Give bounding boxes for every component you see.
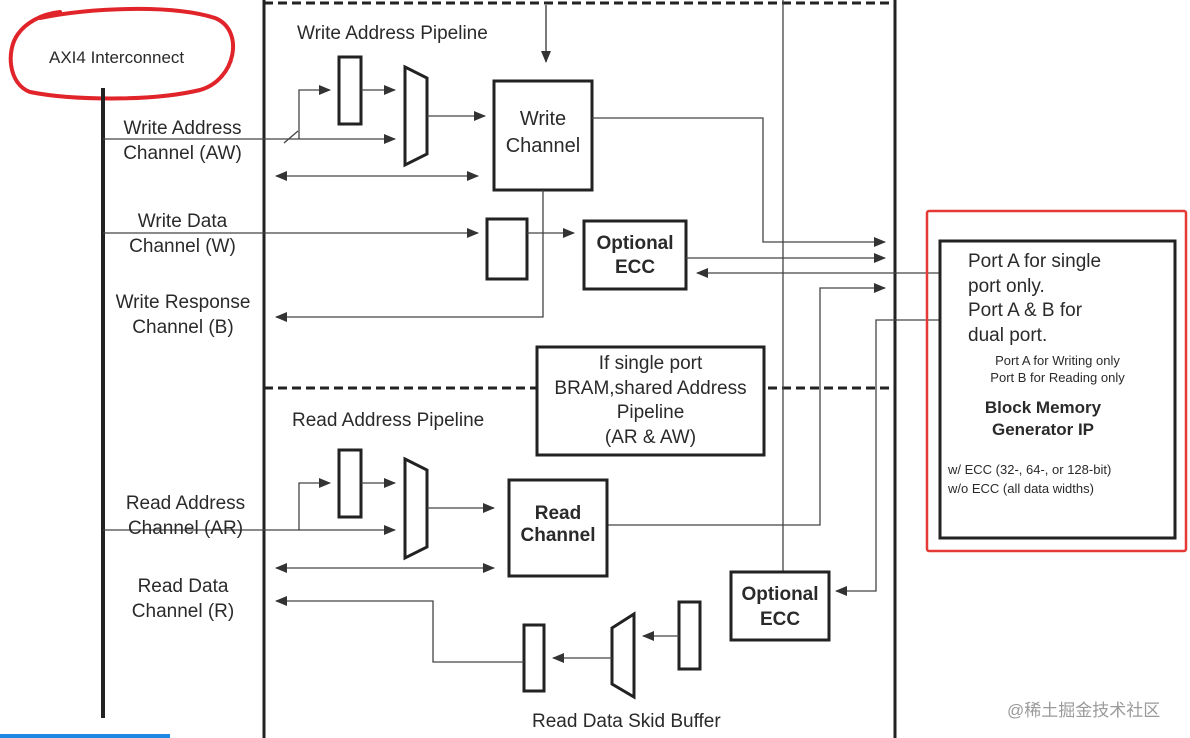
ecc-with: w/ ECC (32-, 64-, or 128-bit) [948,462,1112,477]
port-ab-dual-text: Port A & B for dual port. [968,299,1082,348]
r-label-line1: Read Data [137,576,229,597]
read-data-skid-buffer-label: Read Data Skid Buffer [532,711,721,732]
bram-title: Block Memory Generator IP [940,397,1146,441]
block-memory-generator-box [938,239,1177,540]
read-channel-label: Read Channel [509,503,607,547]
w-label-line2: Channel (W) [129,236,236,257]
aw-channel-label: Write Address Channel (AW) [105,116,260,166]
write-channel-line2: Channel [505,135,581,157]
r-register-right [677,600,702,671]
watermark: @稀土掘金技术社区 [1007,701,1161,720]
ecc-top-line2: ECC [614,257,656,278]
bram-title-line1: Block Memory [984,398,1102,417]
port-ab-dual-line1: Port A & B for [968,300,1083,321]
aw-register [337,55,363,126]
ar-label-line1: Read Address [125,493,246,514]
shared-address-note-box [535,345,766,457]
shared-note-line1: If single port [598,353,703,374]
optional-ecc-top-label: Optional ECC [584,232,686,280]
write-channel-line1: Write [519,108,567,130]
aw-mux [403,64,429,168]
ecc-top-line1: Optional [596,233,674,254]
bram-title-line2: Generator IP [991,420,1095,439]
port-roles-text: Port A for Writing only Port B for Readi… [940,352,1175,386]
optional-ecc-top-block [582,219,688,291]
port-ab-dual-line2: dual port. [968,324,1048,346]
ar-label-line2: Channel (AR) [127,518,244,539]
r-label-line2: Channel (R) [131,601,235,622]
port-a-writing: Port A for Writing only [995,353,1120,368]
r-mux [610,611,636,700]
shared-note-line3: Pipeline [616,402,685,423]
optional-ecc-bottom-block [729,570,831,642]
write-channel-label: Write Channel [494,106,592,160]
aw-label-line1: Write Address [123,118,242,139]
bram-ecc-options: w/ ECC (32-, 64-, or 128-bit) w/o ECC (a… [948,460,1111,498]
optional-ecc-bottom-label: Optional ECC [731,582,829,632]
ecc-bottom-line1: Optional [741,584,819,605]
ar-mux [403,456,429,561]
r-register-left [522,623,546,693]
port-a-single-text: Port A for single port only. [968,250,1101,299]
annotation-circle [8,6,235,101]
b-label-line1: Write Response [115,292,251,313]
bram-highlight [925,209,1188,553]
shared-note-line4: (AR & AW) [604,426,697,448]
port-b-reading: Port B for Reading only [990,370,1125,385]
aw-label-line2: Channel (AW) [123,143,242,164]
read-channel-block [507,478,609,578]
ar-register [337,448,363,519]
write-channel-block [492,79,594,192]
ecc-bottom-line2: ECC [759,609,801,630]
w-channel-label: Write Data Channel (W) [105,209,260,259]
read-channel-line2: Channel [520,525,596,546]
ar-channel-label: Read Address Channel (AR) [108,491,263,541]
w-register [485,217,529,281]
read-address-pipeline-label: Read Address Pipeline [292,410,485,431]
shared-note-line2: BRAM,shared Address [554,377,747,399]
r-channel-label: Read Data Channel (R) [108,574,258,624]
port-a-single-line1: Port A for single [968,251,1102,272]
interconnect-title: AXI4 Interconnect [49,48,185,67]
w-label-line1: Write Data [137,211,228,232]
b-channel-label: Write Response Channel (B) [102,290,264,340]
read-channel-line1: Read [534,503,582,524]
ecc-without: w/o ECC (all data widths) [948,481,1094,496]
port-a-single-line2: port only. [968,275,1045,297]
b-label-line2: Channel (B) [132,317,234,338]
shared-address-note: If single port BRAM,shared Address Pipel… [537,352,764,450]
write-address-pipeline-label: Write Address Pipeline [297,23,488,44]
